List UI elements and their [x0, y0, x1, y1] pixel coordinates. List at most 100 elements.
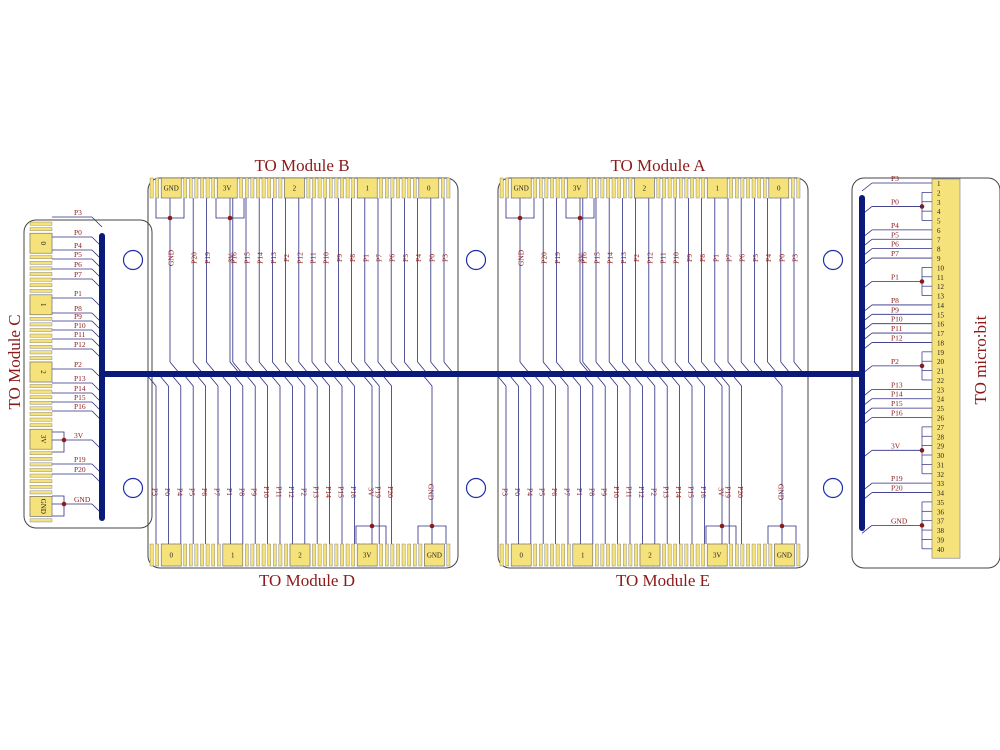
microbit-pin-label: 33: [937, 480, 945, 488]
module-a-connector-finger: [763, 177, 767, 199]
module-d-signal-label: P9: [250, 488, 259, 496]
microbit-signal-label: P5: [891, 230, 899, 239]
module-d-connector-finger: [256, 543, 260, 567]
module-d-connector-finger: [200, 543, 204, 567]
module-d-signal-label: P13: [312, 486, 321, 498]
module-a-connector-finger: [561, 177, 565, 199]
module-c-pad-label: 0: [39, 241, 47, 245]
module-e-connector-finger: [634, 543, 638, 567]
module-d-connector-pad: [222, 543, 244, 567]
module-d-connector-pad-label: 0: [169, 552, 173, 560]
module-a-connector-finger: [550, 177, 554, 199]
module-c-signal-label: P2: [74, 360, 82, 369]
module-e-connector-finger: [606, 543, 610, 567]
module-d-connector-finger: [194, 543, 199, 567]
module-a-connector-finger: [740, 177, 745, 199]
module-e-connector-finger: [746, 543, 750, 567]
module-c-signal-label: P15: [74, 393, 86, 402]
module-c-finger: [29, 518, 53, 523]
mounting-hole-4: [465, 477, 487, 499]
module-e-signal-label: P19: [724, 486, 733, 498]
module-d-connector-pad: [424, 543, 445, 567]
module-e-signal-label: P13: [662, 486, 671, 498]
module-b-connector-finger: [334, 177, 339, 199]
module-c-signal-label: 3V: [74, 431, 84, 440]
module-d-connector-finger: [188, 543, 193, 567]
module-b-signal-label: P10: [322, 252, 331, 264]
module-c-pad-label: GND: [39, 499, 47, 514]
module-e-connector-finger: [796, 543, 801, 567]
module-b-signal-label: P1: [361, 254, 370, 262]
module-a-signal-label: P16: [579, 252, 588, 264]
microbit-signal-label: P15: [891, 399, 903, 408]
module-b-signal-label: P11: [309, 252, 318, 264]
module-c-finger: [29, 395, 53, 400]
microbit-signal-label: P3: [891, 174, 899, 183]
module-a-signal-label: 3V: [577, 253, 586, 263]
module-d-connector-finger: [155, 543, 160, 567]
module-a-connector-finger: [539, 177, 543, 199]
module-c-finger: [29, 345, 53, 349]
module-d-bracket: [355, 525, 387, 544]
module-b-connector-finger: [239, 177, 244, 199]
module-b-signal-label: 3V: [227, 253, 236, 263]
module-b-connector-finger: [188, 177, 193, 199]
module-c-finger: [29, 333, 53, 338]
module-d-signal-label: P2: [299, 488, 308, 496]
module-d-connector-finger: [323, 543, 328, 567]
module-a-connector-finger: [623, 177, 627, 199]
module-e-connector-finger: [600, 543, 605, 567]
microbit-signal-label: P14: [891, 390, 903, 399]
module-c-title: TO Module C: [5, 314, 24, 409]
module-c-finger: [29, 490, 53, 495]
module-b-signal-label: P2: [282, 254, 291, 262]
module-e-connector-finger: [695, 543, 700, 567]
module-a-connector-finger: [628, 177, 633, 199]
microbit-signal-label: P12: [891, 333, 903, 342]
module-d-connector-pad-label: 3V: [363, 552, 372, 560]
module-c-finger: [29, 350, 53, 355]
microbit-signal-label: P2: [891, 357, 899, 366]
module-e-signal-label: P20: [736, 486, 745, 498]
module-c-signal-label: P0: [74, 228, 82, 237]
module-a-signal-label: P3: [791, 254, 800, 262]
module-b-connector-pad-label: 3V: [223, 185, 232, 193]
module-e-signal-label: P5: [538, 488, 547, 496]
module-b-connector-finger: [317, 177, 322, 199]
module-b-connector-finger: [323, 177, 328, 199]
module-d-signal-label: P1: [225, 488, 234, 496]
microbit-pin-label: 6: [937, 227, 941, 235]
module-e-junction: [779, 523, 785, 529]
module-d-connector-finger: [211, 543, 216, 567]
module-d-signal-label: 3V: [367, 487, 376, 497]
microbit-pin-label: 26: [937, 415, 945, 423]
module-c-finger: [29, 417, 53, 422]
module-d-signal-label: P10: [262, 486, 271, 498]
module-c-pad-label: 3V: [39, 435, 47, 444]
microbit-signal-label: P13: [891, 380, 903, 389]
module-c-finger: [29, 255, 53, 260]
module-c-signal-label: P3: [74, 208, 82, 217]
module-d-connector-finger: [396, 543, 400, 567]
microbit-signal-label: 3V: [891, 441, 901, 450]
module-d-title: TO Module D: [259, 571, 355, 590]
module-b-connector-finger: [250, 177, 255, 199]
module-c-finger: [29, 272, 53, 276]
module-e-connector-pad-label: 2: [648, 552, 652, 560]
module-a-connector-pad-label: 1: [715, 185, 719, 193]
module-b-connector-finger: [261, 177, 266, 199]
module-a-signal-label: P8: [698, 254, 707, 262]
module-e-connector-finger: [617, 543, 621, 567]
module-c-signal-label: P13: [74, 374, 86, 383]
module-b-signal-label: P7: [375, 254, 384, 262]
microbit-pin-label: 16: [937, 321, 945, 329]
module-b-connector-finger: [244, 177, 249, 199]
microbit-signal-label: P4: [891, 221, 899, 230]
microbit-pin-label: 9: [937, 255, 941, 263]
module-c-finger: [29, 266, 53, 271]
module-e-connector-finger: [561, 543, 565, 567]
module-a-connector-pad: [706, 177, 728, 199]
module-b-connector-finger: [413, 177, 417, 199]
module-c-pad: [29, 361, 53, 383]
microbit-pin-label: 39: [937, 536, 945, 544]
